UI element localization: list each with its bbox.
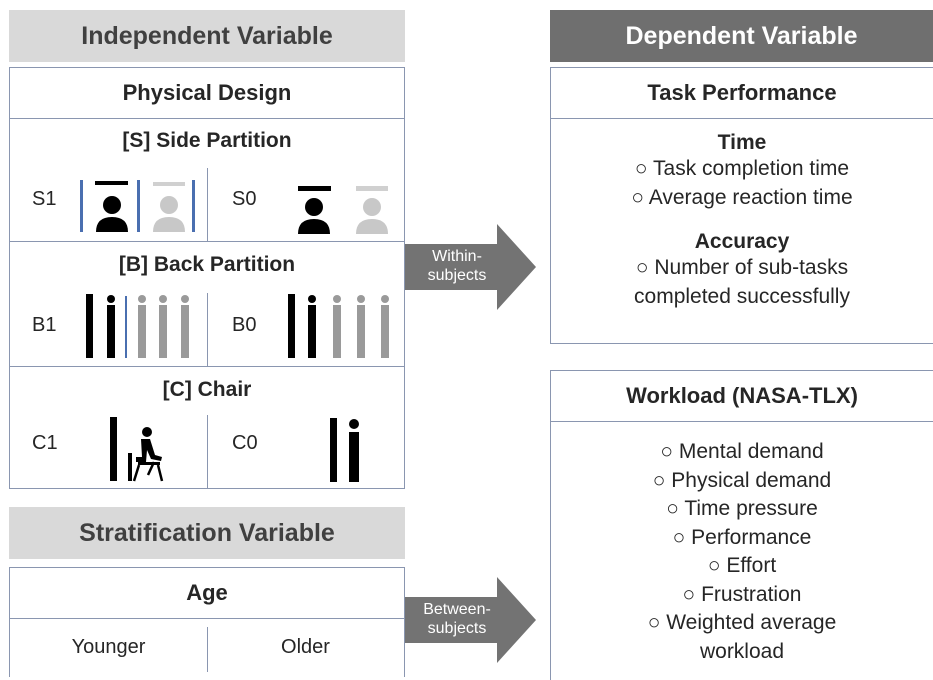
- list-item: workload: [699, 639, 785, 663]
- divider: [10, 366, 404, 367]
- between-subjects-arrow: [405, 577, 536, 663]
- age-level-older: Older: [281, 636, 330, 658]
- list-item: ○ Time pressure: [666, 497, 818, 520]
- chair-present-icon: [110, 417, 164, 482]
- list-item: ○ Weighted average: [647, 611, 837, 634]
- list-item: ○ Effort: [707, 554, 777, 577]
- workload-title: Workload (NASA-TLX): [626, 383, 858, 408]
- divider: [207, 627, 208, 672]
- divider: [10, 618, 404, 619]
- task-performance-title: Task Performance: [647, 80, 837, 105]
- list-item: ○ Frustration: [682, 582, 802, 606]
- divider: [551, 118, 933, 119]
- divider: [551, 421, 933, 422]
- level-b0: B0: [232, 314, 257, 336]
- divider: [207, 168, 208, 241]
- divider: [10, 241, 404, 242]
- side-partition-present-icon: [80, 180, 195, 232]
- age-level-younger: Younger: [71, 636, 146, 658]
- level-c1: C1: [32, 432, 58, 454]
- divider: [207, 293, 208, 366]
- list-item: ○ Physical demand: [652, 468, 832, 492]
- back-partition-present-icon: [86, 294, 189, 358]
- level-s1: S1: [32, 188, 57, 210]
- stratification-variable-header: Stratification Variable: [9, 507, 405, 559]
- task-performance-box: Task Performance Time ○ Task completion …: [550, 67, 933, 344]
- side-partition-title: [S] Side Partition: [122, 129, 292, 152]
- dependent-variable-header: Dependent Variable: [550, 10, 933, 62]
- divider: [207, 415, 208, 489]
- within-subjects-label: Within-subjects: [427, 248, 487, 284]
- physical-design-box: Physical Design [S] Side Partition S1 S0…: [9, 67, 405, 489]
- within-subjects-arrow: [405, 224, 536, 310]
- age-title: Age: [186, 580, 228, 605]
- list-item: ○ Mental demand: [660, 440, 824, 463]
- side-partition-absent-icon: [298, 186, 388, 234]
- chair-title: [C] Chair: [162, 378, 252, 401]
- level-c0: C0: [232, 432, 258, 454]
- list-item: ○ Number of sub-tasks: [635, 256, 849, 279]
- physical-design-title: Physical Design: [122, 80, 292, 105]
- list-item: ○ Performance: [672, 525, 812, 549]
- time-group-title: Time: [717, 131, 767, 154]
- back-partition-absent-icon: [288, 294, 389, 358]
- level-b1: B1: [32, 314, 57, 336]
- level-s0: S0: [232, 188, 257, 210]
- back-partition-title: [B] Back Partition: [118, 253, 296, 276]
- divider: [10, 118, 404, 119]
- between-subjects-label: Between-subjects: [423, 601, 491, 637]
- age-box: Age Younger Older: [9, 567, 405, 677]
- independent-variable-header: Independent Variable: [9, 10, 405, 62]
- list-item: completed successfully: [634, 284, 850, 308]
- list-item: ○ Task completion time: [634, 157, 850, 180]
- chair-absent-icon: [330, 418, 359, 482]
- accuracy-group-title: Accuracy: [694, 230, 790, 253]
- list-item: ○ Average reaction time: [631, 185, 853, 209]
- workload-box: Workload (NASA-TLX) ○ Mental demand ○ Ph…: [550, 370, 933, 680]
